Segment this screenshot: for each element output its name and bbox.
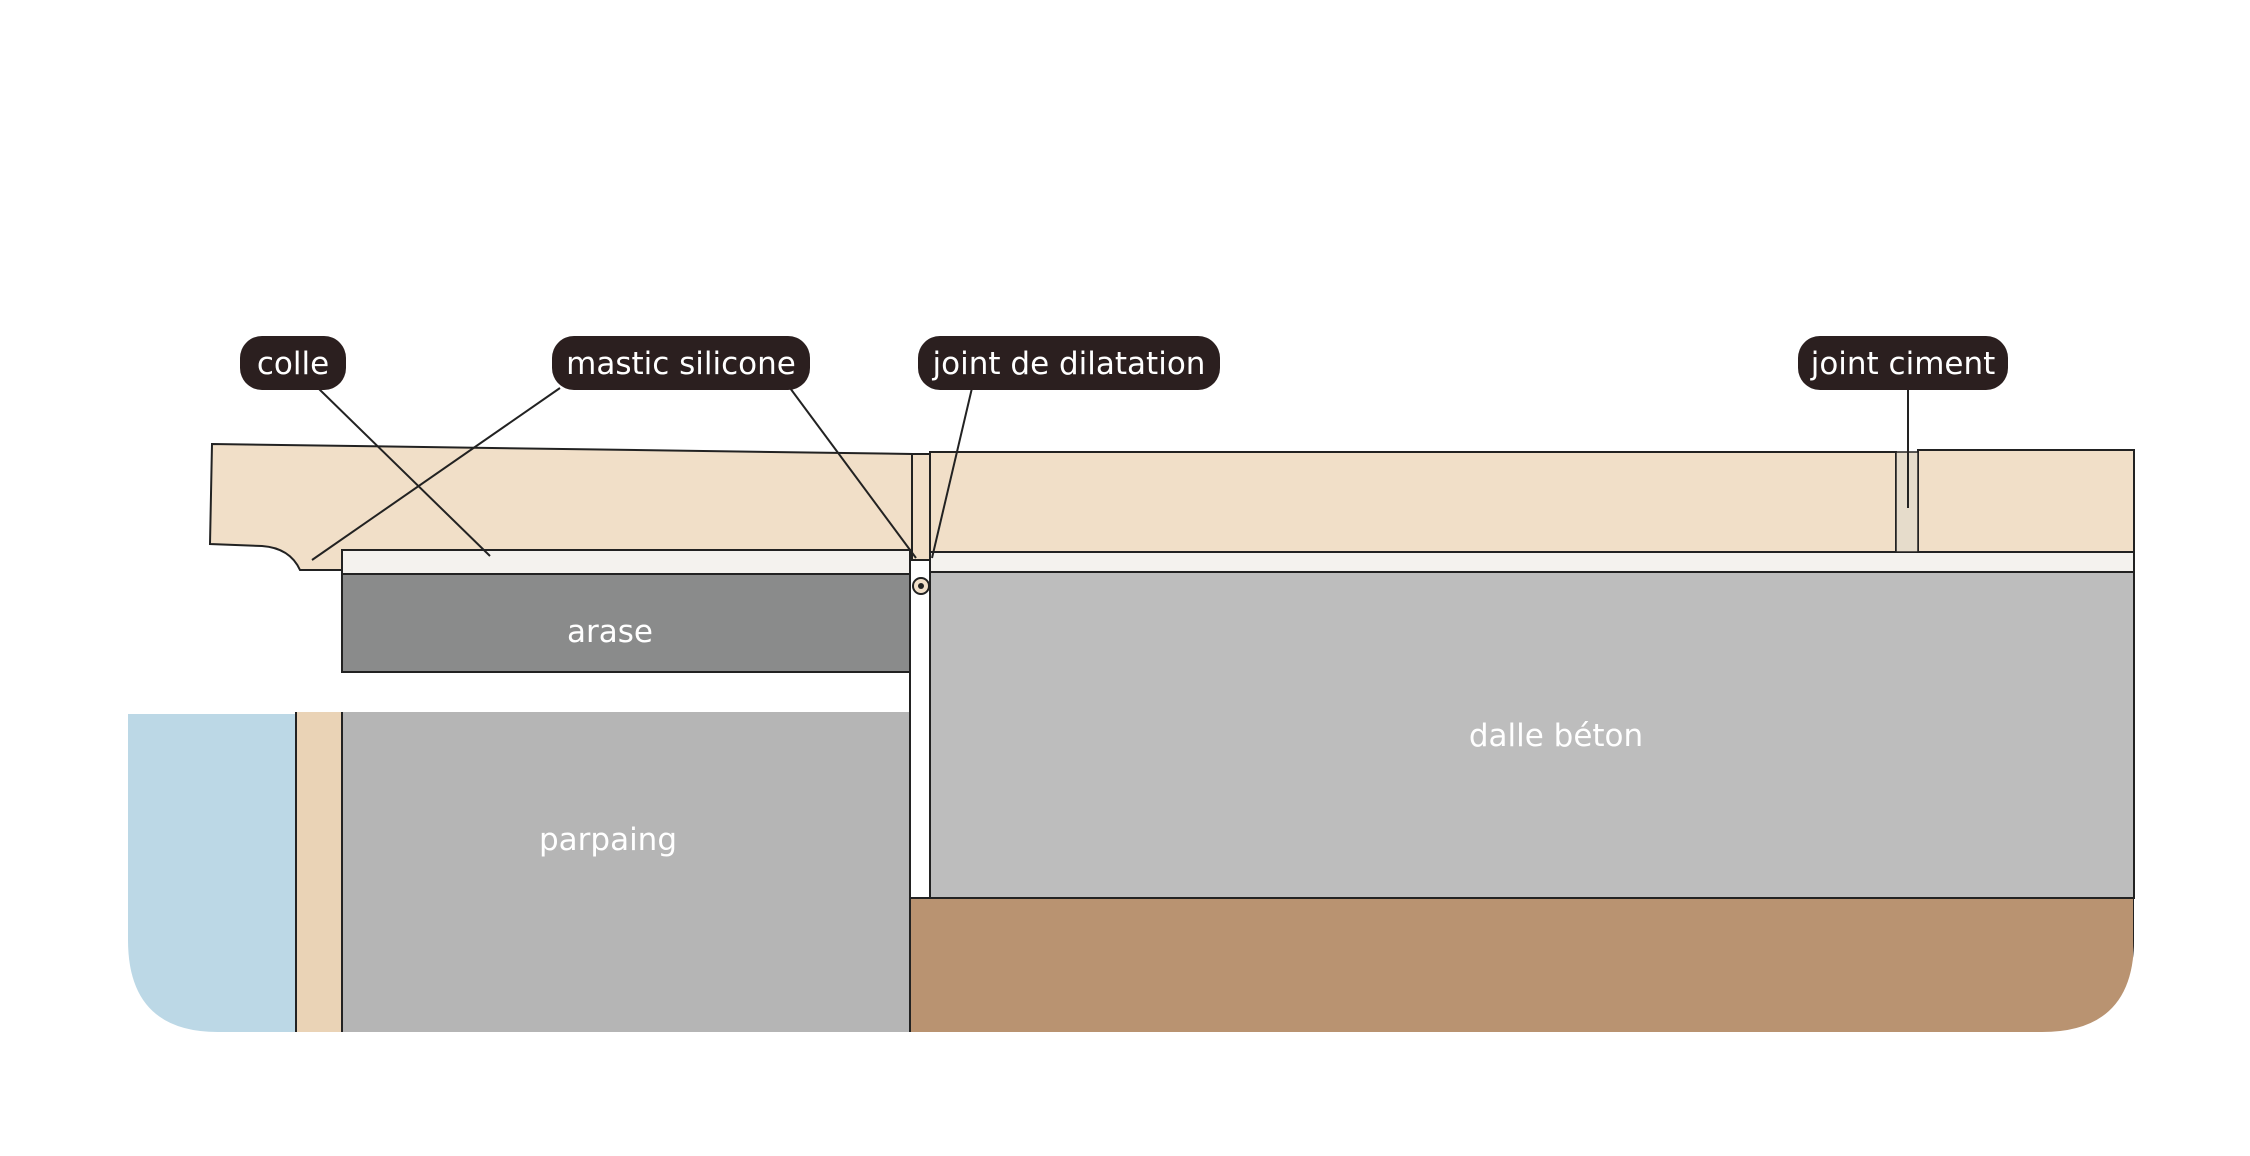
- tag-joint-ciment: joint ciment: [1798, 336, 2008, 390]
- tag-colle-text: colle: [257, 346, 329, 382]
- tag-colle: colle: [240, 336, 346, 390]
- coping-tile-middle: [929, 451, 1897, 553]
- mortar-bed-right: [929, 551, 2135, 573]
- leader-mastic-left: [311, 387, 561, 561]
- label-arase: arase: [567, 614, 653, 650]
- pool-water: [128, 714, 298, 1032]
- label-parpaing: parpaing: [539, 822, 677, 858]
- arase-layer: [341, 573, 911, 673]
- parpaing-block: [341, 712, 911, 1032]
- pool-wall-coating: [295, 712, 343, 1032]
- soil: [909, 897, 2134, 1032]
- tag-joint-dilatation-text: joint de dilatation: [932, 346, 1206, 382]
- coping-tile-right: [1917, 449, 2135, 553]
- leader-mastic-right: [789, 387, 917, 559]
- silicone-bead-core: [918, 583, 924, 589]
- tag-joint-dilatation: joint de dilatation: [918, 336, 1220, 390]
- expansion-joint-strip: [911, 453, 931, 561]
- expansion-joint-gap: [909, 559, 931, 899]
- coping-tile-left: [208, 442, 913, 571]
- mortar-bed-left: [341, 547, 911, 575]
- tag-mastic-silicone: mastic silicone: [552, 336, 810, 390]
- leader-joint-dilatation: [931, 387, 973, 559]
- label-dalle-beton: dalle béton: [1469, 718, 1643, 754]
- tag-mastic-silicone-text: mastic silicone: [566, 346, 796, 382]
- tag-joint-ciment-text: joint ciment: [1810, 346, 1996, 382]
- leader-colle: [317, 387, 491, 557]
